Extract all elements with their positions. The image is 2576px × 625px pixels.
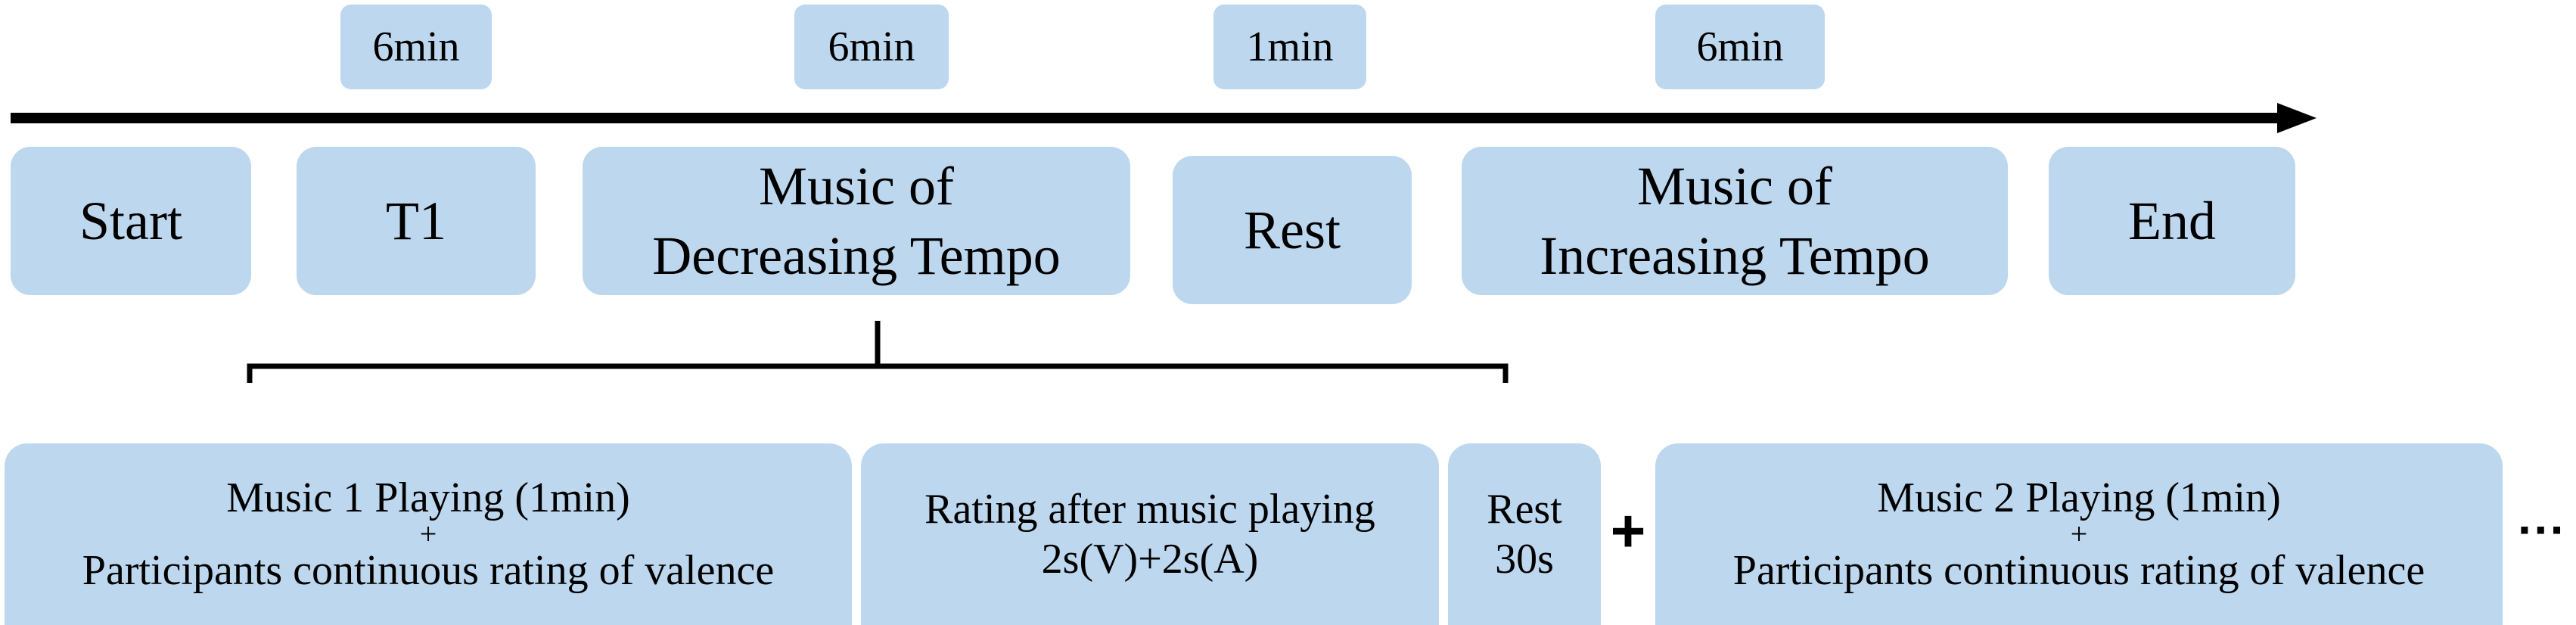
- rating-box: Rating after music playing 2s(V)+2s(A): [861, 443, 1439, 625]
- timeline-arrowhead: [2277, 103, 2317, 133]
- rest-box: Rest: [1173, 156, 1412, 304]
- music-2-box: Music 2 Playing (1min) + Participants co…: [1655, 443, 2503, 625]
- t1-box: T1: [297, 147, 536, 295]
- music-2-title: Music 2 Playing (1min): [1877, 474, 2281, 521]
- decreasing-tempo-box: Music of Decreasing Tempo: [583, 147, 1130, 295]
- rest-30s-box: Rest 30s: [1448, 443, 1601, 625]
- duration-label-increasing: 6min: [1655, 5, 1825, 89]
- decreasing-line-1: Music of: [759, 156, 954, 216]
- rating-title: Rating after music playing: [924, 486, 1375, 533]
- music-1-description: Participants continuous rating of valenc…: [82, 547, 775, 594]
- start-box: Start: [11, 147, 251, 295]
- music-1-box: Music 1 Playing (1min) + Participants co…: [5, 443, 852, 625]
- increasing-line-1: Music of: [1637, 156, 1832, 216]
- end-label: End: [2128, 191, 2216, 251]
- start-label: Start: [79, 191, 182, 251]
- plus-separator: +: [1610, 497, 1646, 564]
- music-1-plus: +: [419, 517, 437, 551]
- rest-30s-title: Rest: [1487, 486, 1562, 533]
- rating-duration: 2s(V)+2s(A): [1041, 536, 1259, 583]
- music-2-description: Participants continuous rating of valenc…: [1732, 547, 2425, 594]
- increasing-tempo-box: Music of Increasing Tempo: [1462, 147, 2008, 295]
- duration-label-t1: 6min: [340, 5, 492, 89]
- decreasing-line-2: Decreasing Tempo: [652, 225, 1061, 286]
- rest-30s-duration: 30s: [1495, 536, 1554, 583]
- t1-label: T1: [386, 191, 446, 251]
- duration-label-decreasing: 6min: [794, 5, 949, 89]
- music-1-title: Music 1 Playing (1min): [226, 474, 630, 521]
- end-box: End: [2049, 147, 2295, 295]
- increasing-line-2: Increasing Tempo: [1540, 225, 1930, 286]
- music-2-plus: +: [2070, 517, 2088, 551]
- curly-brace: [247, 321, 1509, 383]
- rest-label: Rest: [1243, 200, 1341, 260]
- ellipsis: ···: [2518, 502, 2566, 557]
- duration-label-rest: 1min: [1213, 5, 1366, 89]
